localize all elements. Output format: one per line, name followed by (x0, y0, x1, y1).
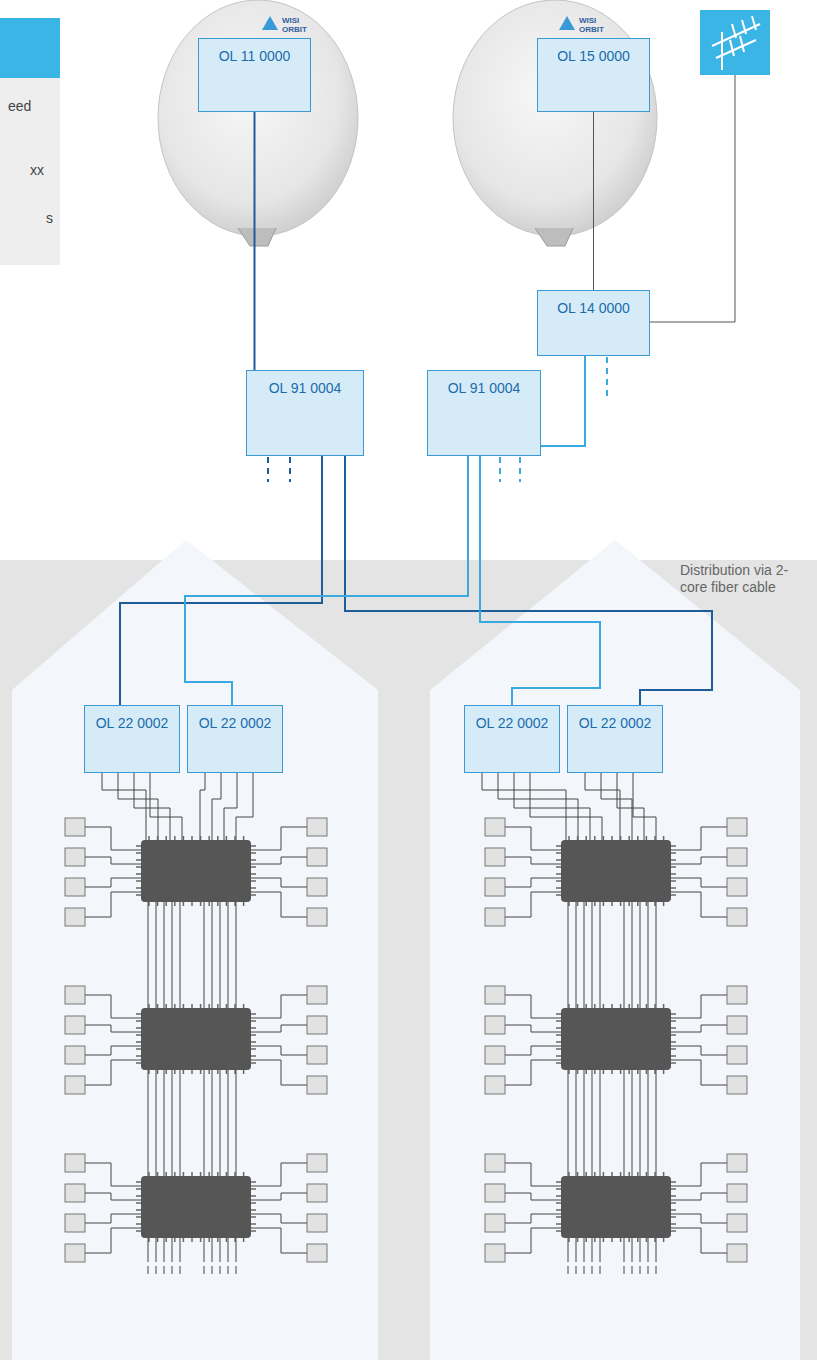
header-bar (0, 18, 60, 78)
device-label: OL 11 0000 (219, 48, 291, 65)
device-label: OL 22 0002 (579, 715, 652, 732)
logo-mark (559, 16, 575, 30)
device-box: OL 22 0002 (84, 705, 180, 773)
device-box: OL 22 0002 (187, 705, 283, 773)
device-box: OL 14 0000 (537, 290, 650, 356)
device-box: OL 11 0000 (198, 38, 311, 112)
antenna-cable (650, 75, 735, 322)
brand-logo: WISI ORBIT (282, 16, 316, 34)
device-label: OL 22 0002 (199, 715, 272, 732)
device-box: OL 15 0000 (537, 38, 650, 112)
device-box: OL 91 0004 (427, 370, 541, 456)
cut-text: xx (30, 162, 44, 179)
logo-mark (262, 16, 278, 30)
device-label: OL 91 0004 (269, 380, 342, 397)
info-panel (0, 78, 60, 265)
device-label: OL 15 0000 (557, 48, 630, 65)
device-label: OL 91 0004 (448, 380, 521, 397)
fiber-connector (120, 456, 322, 705)
house-outline (430, 540, 800, 1360)
satellite-dish (453, 0, 657, 246)
fiber-connector (185, 456, 468, 705)
brand-logo: WISI ORBIT (579, 16, 613, 34)
device-label: OL 22 0002 (476, 715, 549, 732)
device-label: OL 14 0000 (557, 300, 630, 317)
terrestrial-antenna (700, 10, 770, 75)
cut-text: eed (8, 98, 31, 115)
fiber-connector (480, 456, 600, 705)
cut-text: s (46, 210, 53, 227)
multiswitch-cascade (65, 773, 747, 1274)
fiber-connector (593, 112, 594, 290)
device-label: OL 22 0002 (96, 715, 169, 732)
fiber-connector (541, 356, 585, 446)
house-outline (12, 540, 378, 1360)
device-box: OL 22 0002 (567, 705, 663, 773)
spare-port (268, 457, 290, 482)
device-box: OL 91 0004 (246, 370, 364, 456)
fiber-connector (254, 112, 256, 370)
note-text: Distribution via 2-core fiber cable (680, 562, 810, 596)
satellite-dish (158, 0, 358, 246)
fiber-connector (345, 456, 712, 705)
device-box: OL 22 0002 (464, 705, 560, 773)
